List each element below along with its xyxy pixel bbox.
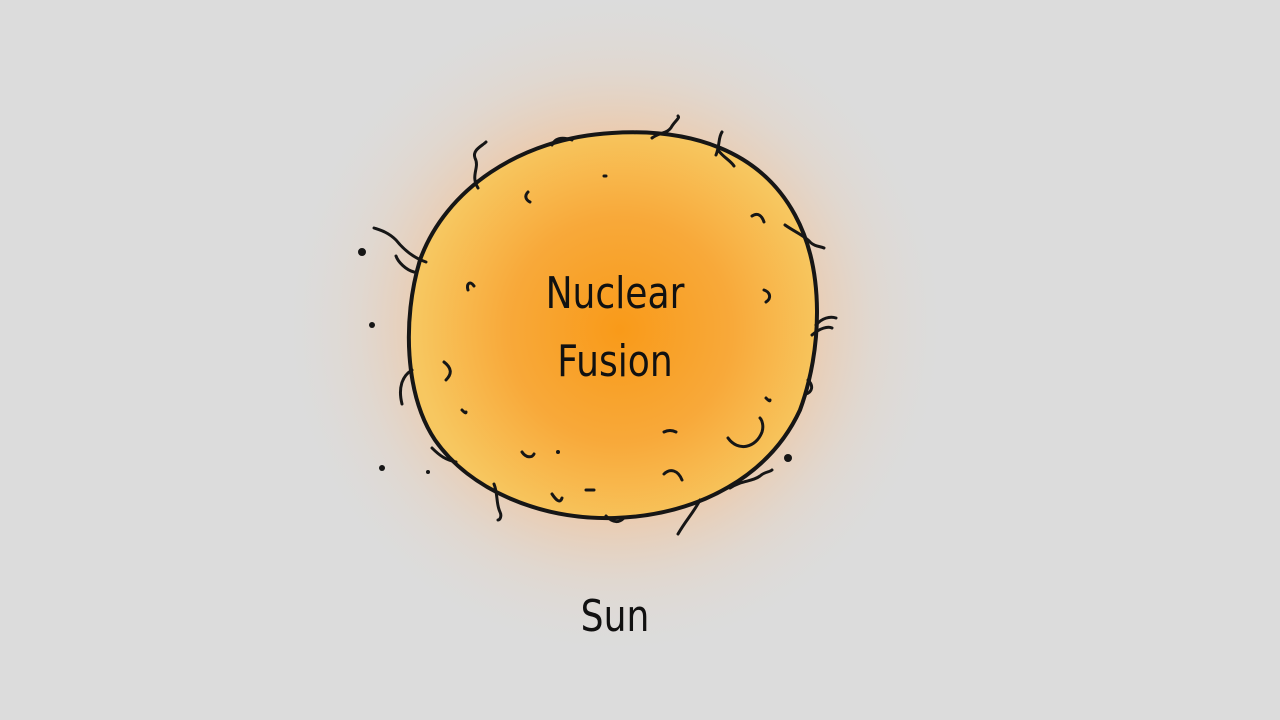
prominence-squiggle [804,378,814,396]
prominence-squiggle [492,482,503,522]
prominence-squiggle [783,223,826,250]
prominence-squiggle [472,140,488,190]
speck [426,470,430,474]
speck [379,465,385,471]
prominence-squiggle [394,254,416,274]
prominence-squiggle [604,514,626,524]
surface-mark [460,408,468,415]
speck [784,454,792,462]
sun-caption: Sun [580,591,650,642]
surface-mark [442,360,452,382]
prominence-squiggle [810,315,838,337]
speck [358,248,366,256]
speck [369,322,375,328]
surface-mark [466,281,476,292]
core-label-line-2: Fusion [557,336,673,387]
core-label-line-1: Nuclear [545,268,685,319]
surface-mark [764,396,772,403]
surface-mark [750,212,766,224]
prominence-squiggle [550,136,574,147]
prominence-squiggle [398,368,414,406]
surface-mark [662,429,678,434]
prominence-squiggle [650,114,680,140]
prominence-squiggle [714,130,736,168]
sun-surface-squiggles [372,114,838,536]
surface-mark [762,288,772,304]
sun-disc [406,130,819,521]
speck [556,450,560,454]
surface-mark [550,492,564,503]
prominence-squiggle [728,468,774,490]
prominence-squiggle [430,446,458,464]
prominence-squiggle [372,226,428,264]
surface-mark [520,450,536,459]
surface-mark [524,190,532,204]
prominence-squiggle [676,498,702,536]
surface-mark [726,416,765,448]
surface-mark [662,469,684,482]
